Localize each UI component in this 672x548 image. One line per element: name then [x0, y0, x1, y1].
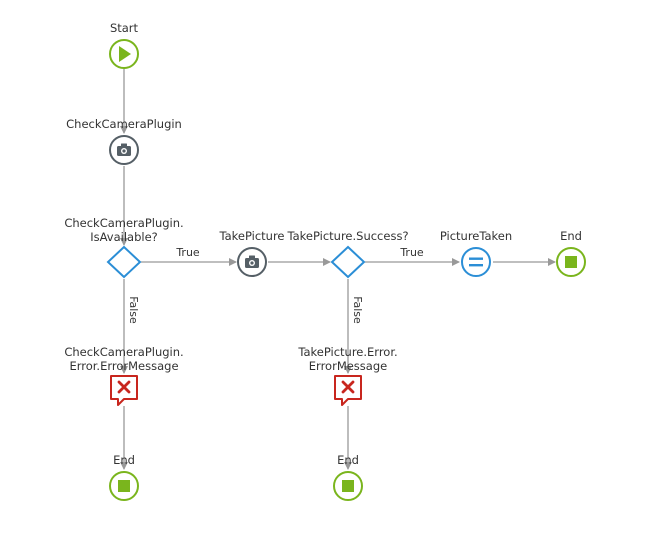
picture-error-label-line2: ErrorMessage [309, 359, 387, 373]
error-message-icon [334, 375, 362, 406]
take-picture-node[interactable] [237, 247, 267, 277]
plugin-error-label-line1: CheckCameraPlugin. [64, 345, 183, 359]
edge-label-true-2: True [399, 246, 424, 259]
success-decision-node[interactable] [330, 245, 366, 279]
stop-icon [118, 480, 130, 492]
close-icon [341, 380, 355, 394]
start-label: Start [110, 21, 139, 35]
picture-taken-label: PictureTaken [440, 229, 512, 243]
stop-icon [342, 480, 354, 492]
stop-icon [565, 256, 577, 268]
camera-icon [245, 255, 259, 268]
success-label: TakePicture.Success? [286, 229, 408, 243]
close-icon [117, 380, 131, 394]
end-plugin-error-node[interactable] [109, 471, 139, 501]
start-node[interactable] [109, 39, 139, 69]
end-plugin-error-label: End [113, 453, 135, 467]
decision-diamond-icon [106, 245, 142, 279]
end-main-node[interactable] [556, 247, 586, 277]
error-message-icon [110, 375, 138, 406]
picture-error-label-line1: TakePicture.Error. [297, 345, 397, 359]
end-picture-error-node[interactable] [333, 471, 363, 501]
is-available-label-line2: IsAvailable? [90, 230, 158, 244]
edge-label-false-1: False [127, 296, 140, 324]
connectors [120, 69, 556, 470]
picture-error-node[interactable] [334, 375, 362, 406]
picture-taken-node[interactable] [461, 247, 491, 277]
plugin-error-label-line2: Error.ErrorMessage [69, 359, 178, 373]
plugin-error-node[interactable] [110, 375, 138, 406]
end-main-label: End [560, 229, 582, 243]
edge-label-false-2: False [351, 296, 364, 324]
take-picture-label: TakePicture [218, 229, 284, 243]
check-camera-plugin-label: CheckCameraPlugin [66, 117, 182, 131]
camera-icon [117, 143, 131, 156]
assign-icon [469, 257, 483, 267]
edge-label-true-1: True [175, 246, 200, 259]
decision-diamond-icon [330, 245, 366, 279]
check-camera-plugin-node[interactable] [109, 135, 139, 165]
end-picture-error-label: End [337, 453, 359, 467]
play-icon [119, 46, 131, 62]
is-available-label-line1: CheckCameraPlugin. [64, 216, 183, 230]
is-available-decision-node[interactable] [106, 245, 142, 279]
